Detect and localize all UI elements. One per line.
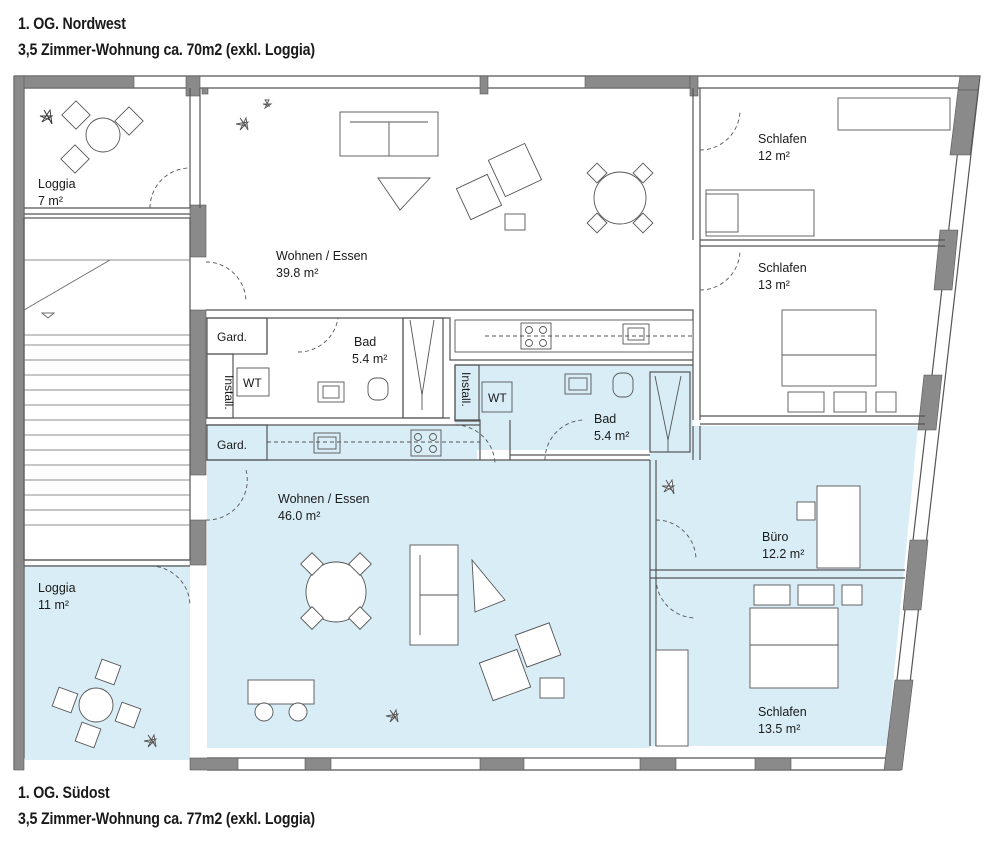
schlafen-nw1-area: 12 m² [758, 149, 790, 163]
schlafen-so-name: Schlafen [758, 705, 807, 719]
kitchen-so [267, 429, 480, 457]
buero-name: Büro [762, 530, 788, 544]
bad-so-name: Bad [594, 412, 616, 426]
room-labels: Loggia 7 m² Wohnen / Essen 39.8 m² Schla… [38, 132, 807, 736]
buero-area: 12.2 m² [762, 547, 804, 561]
gard-nw-label: Gard. [217, 330, 247, 344]
schlafen-nw2-name: Schlafen [758, 261, 807, 275]
wohnen-nw-area: 39.8 m² [276, 266, 318, 280]
schlafen-nw1-name: Schlafen [758, 132, 807, 146]
bad-so-fixtures [481, 372, 682, 452]
staircase [23, 259, 190, 526]
bad-nw-name: Bad [354, 335, 376, 349]
bad-so-area: 5.4 m² [594, 429, 629, 443]
gard-so-label: Gard. [217, 438, 247, 452]
loggia-so-area: 11 m² [38, 598, 69, 612]
bad-nw-fixtures [236, 319, 435, 410]
doors [149, 109, 741, 619]
wohnen-so-area: 46.0 m² [278, 509, 320, 523]
schlafen-nw-furniture [705, 97, 951, 413]
wall-blocks [13, 75, 981, 771]
schlafen-so-area: 13.5 m² [758, 722, 800, 736]
install-so-label: Install. [459, 372, 473, 407]
interior-walls [23, 88, 945, 746]
buero-furniture [661, 478, 861, 569]
wohnen-nw-name: Wohnen / Essen [276, 249, 368, 263]
header-top-title: 1. OG. Nordwest [18, 15, 126, 33]
loggia-nw-name: Loggia [38, 177, 76, 191]
loggia-nw-area: 7 m² [38, 194, 63, 208]
schlafen-nw2-area: 13 m² [758, 278, 790, 292]
header-bottom-subtitle: 3,5 Zimmer-Wohnung ca. 77m2 (exkl. Loggi… [18, 810, 315, 828]
header-top-subtitle: 3,5 Zimmer-Wohnung ca. 70m2 (exkl. Loggi… [18, 41, 315, 59]
wohnen-so-furniture [247, 544, 565, 722]
loggia-nw-furniture [60, 100, 144, 174]
wt-so-label: WT [488, 391, 507, 405]
install-nw-label: Install. [222, 375, 236, 410]
wohnen-so-name: Wohnen / Essen [278, 492, 370, 506]
wt-nw-label: WT [243, 376, 262, 390]
loggia-so-name: Loggia [38, 581, 76, 595]
plant-icon [39, 108, 54, 125]
schlafen-so-furniture [143, 584, 863, 748]
header-bottom-title: 1. OG. Südost [18, 784, 110, 802]
kitchen-nw [454, 319, 694, 353]
loggia-so-furniture [51, 658, 142, 749]
wohnen-nw-furniture [235, 99, 654, 234]
bad-nw-area: 5.4 m² [352, 352, 387, 366]
